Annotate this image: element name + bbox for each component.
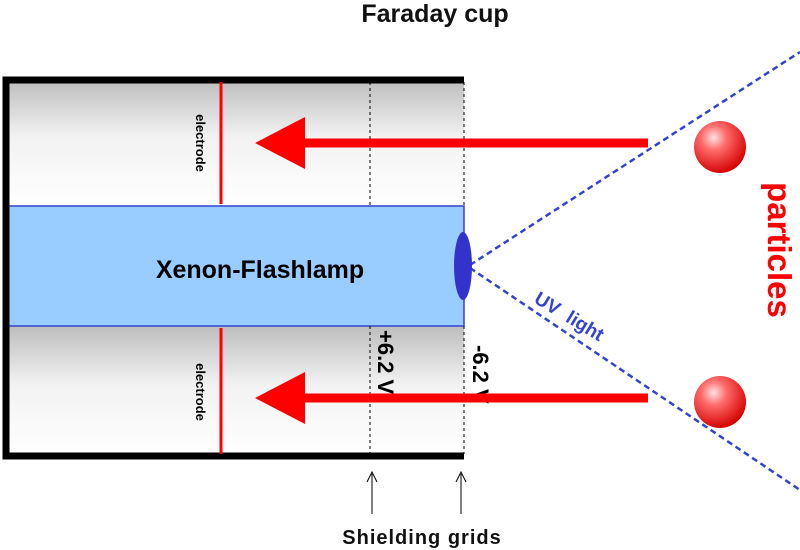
shielding-grid-pointer-outer xyxy=(455,470,467,514)
lamp-label: Xenon-Flashlamp xyxy=(156,256,364,284)
electrode-bottom-label: electrode xyxy=(193,363,208,421)
xenon-flashlamp xyxy=(5,205,465,327)
cup-wall xyxy=(2,76,464,460)
shielding-grid-pointer-inner xyxy=(366,470,378,514)
diagram-title: Faraday cup xyxy=(361,0,508,28)
particle-ball-top xyxy=(694,121,746,173)
electrode-top-label: electrode xyxy=(193,114,208,172)
uv-light-label: UV light xyxy=(530,288,607,346)
uv-light-ray-lower xyxy=(469,266,800,492)
particle-arrow-bottom xyxy=(255,372,648,424)
cup-lower-chamber xyxy=(6,326,464,456)
particle-arrow-top xyxy=(255,117,648,169)
grid-inner-voltage: +6.2 V xyxy=(373,330,398,395)
lamp-window xyxy=(454,232,472,300)
particle-ball-bottom xyxy=(694,376,746,428)
shielding-grids-label: Shielding grids xyxy=(342,527,501,549)
uv-light-ray-upper xyxy=(469,50,800,267)
particles-label: particles xyxy=(761,182,798,318)
